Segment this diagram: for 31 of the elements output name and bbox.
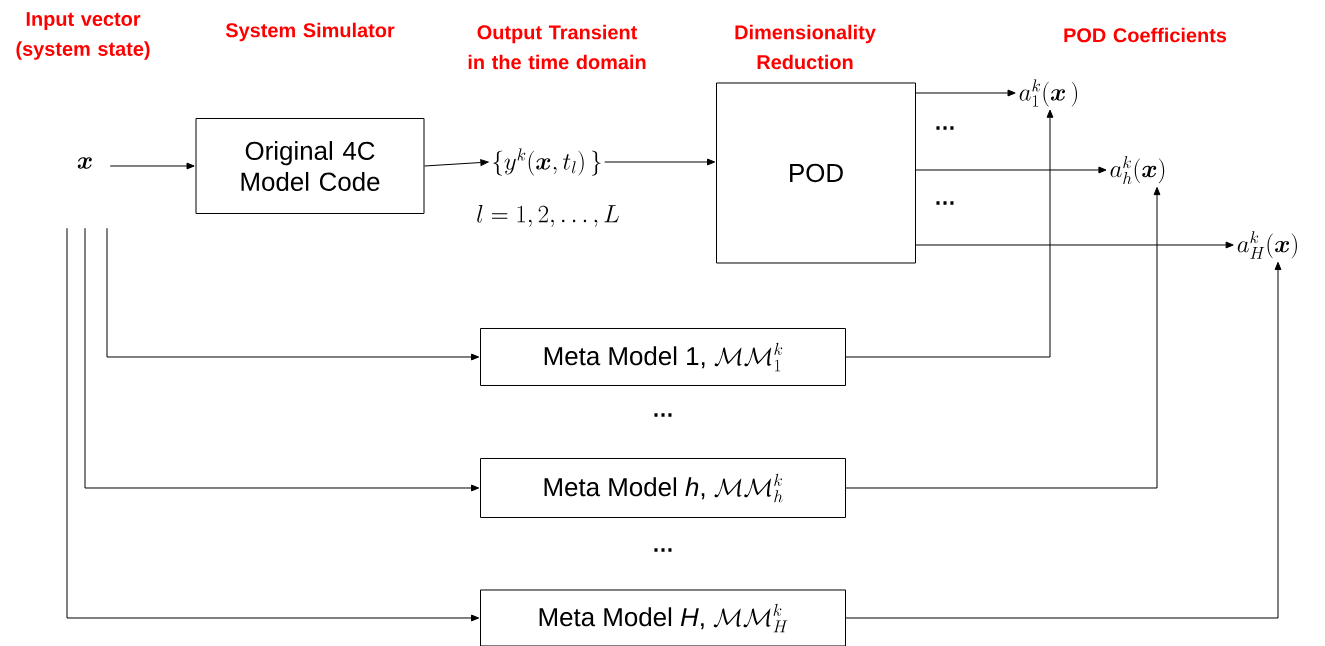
process-box: Original 4C Model Code <box>195 118 425 214</box>
formula-label: $l=1,2,\ldots,L$ <box>477 205 619 227</box>
formula-label: $a_{H}^{k}(\boldsymbol{x})$ <box>1237 231 1297 259</box>
arrow <box>84 227 480 492</box>
formula-label: $a_{1}^{k}(\boldsymbol{x}\,)$ <box>1019 79 1078 107</box>
ellipsis: … <box>654 413 672 417</box>
arrow <box>845 187 1161 489</box>
arrow <box>66 227 480 622</box>
arrow <box>424 159 489 167</box>
process-box: $\text{Meta Model }\textit{H}\text{, }\mathcal{MM}_{H}^{k}$ <box>480 589 846 646</box>
arrow <box>915 166 1107 174</box>
formula-label: $\{y^{k}(\boldsymbol{x},t_{l})\,\}$ <box>493 148 601 176</box>
ellipsis: … <box>936 201 954 205</box>
arrow <box>915 241 1234 249</box>
ellipsis: … <box>936 126 954 130</box>
column-heading: Output Transient in the time domain <box>468 24 646 70</box>
process-box: $\text{Meta Model }\textit{h}\text{, }\mathcal{MM}_{h}^{k}$ <box>480 458 846 518</box>
arrow <box>604 158 716 166</box>
arrow <box>915 89 1016 97</box>
column-heading: Input vector (system state) <box>16 12 150 60</box>
process-box: $\text{Meta Model 1, }\mathcal{MM}_{1}^{k}$ <box>480 328 846 386</box>
process-box: POD <box>716 82 916 264</box>
arrow <box>106 227 480 361</box>
arrow <box>845 261 1282 619</box>
formula-label: $a_{h}^{k}(\boldsymbol{x})$ <box>1110 156 1165 185</box>
arrow <box>109 162 195 170</box>
symbol-label: $\boldsymbol{x}$ <box>77 157 92 169</box>
column-heading: System Simulator <box>225 22 395 42</box>
column-heading: POD Coefficients <box>1064 27 1227 43</box>
arrow <box>845 109 1054 358</box>
ellipsis: … <box>654 548 672 552</box>
